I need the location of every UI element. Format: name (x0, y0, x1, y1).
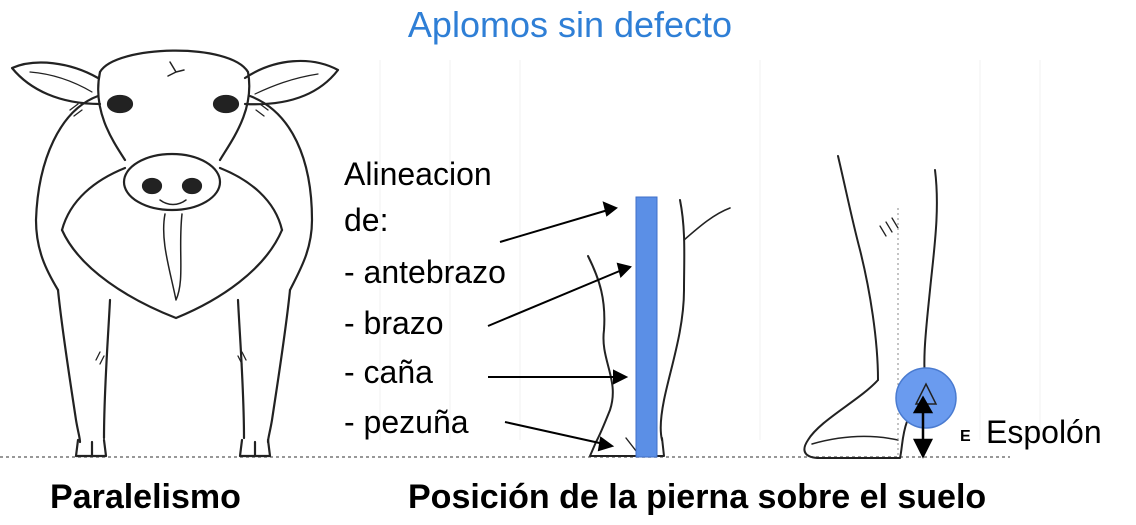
plumb-bar (635, 196, 658, 458)
arrow-antebrazo (499, 209, 609, 243)
arrow-brazo (487, 269, 623, 327)
spur-highlight-circle (895, 367, 957, 429)
caption-paralelismo: Paralelismo (50, 478, 241, 516)
diagram-title: Aplomos sin defecto (407, 4, 733, 45)
hind-leg-side-view (803, 155, 938, 459)
background-lines (379, 60, 1041, 440)
alignment-arrows (487, 201, 632, 452)
caption-posicion-pierna: Posición de la pierna sobre el suelo (408, 478, 987, 516)
alignment-item-brazo: - brazo (344, 305, 444, 341)
alignment-item-cana: - caña (344, 354, 433, 390)
spur-label: Espolón (986, 414, 1102, 450)
alignment-heading-line2: de: (344, 202, 389, 238)
spur-letter: E (960, 428, 971, 445)
alignment-heading-line1: Alineacion (344, 156, 492, 192)
leg-side-view (587, 199, 731, 457)
alignment-item-pezuna: - pezuña (344, 404, 469, 440)
arrow-pezuna (504, 421, 605, 445)
alignment-item-antebrazo: - antebrazo (344, 254, 506, 290)
spur-height-arrow (912, 395, 934, 459)
cow-front-view (10, 49, 340, 458)
